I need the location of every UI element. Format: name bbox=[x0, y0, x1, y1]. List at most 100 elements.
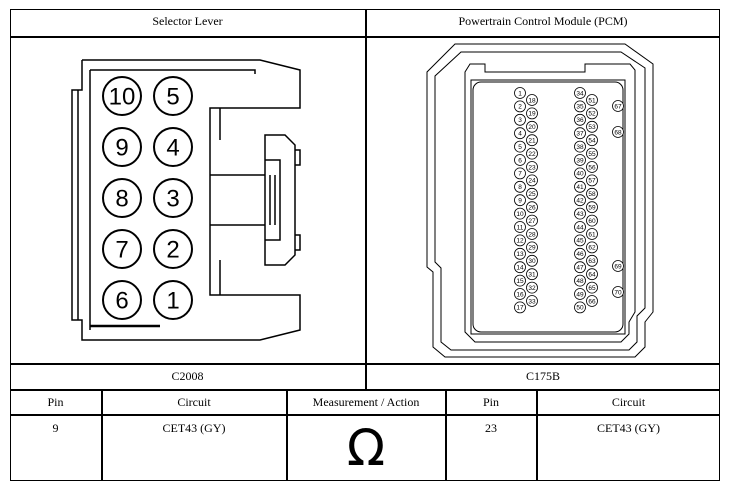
top-column-divider bbox=[365, 9, 367, 390]
pcm-pin-42: 42 bbox=[574, 194, 586, 207]
pcm-pin-56: 56 bbox=[586, 161, 598, 173]
svg-text:54: 54 bbox=[588, 138, 596, 145]
pcm-pin-58: 58 bbox=[586, 187, 598, 200]
svg-text:32: 32 bbox=[528, 285, 536, 292]
selector-pin-2: 2 bbox=[153, 229, 193, 269]
pcm-pin-7: 7 bbox=[514, 167, 526, 180]
svg-text:18: 18 bbox=[528, 97, 536, 104]
svg-text:12: 12 bbox=[516, 238, 524, 245]
svg-text:66: 66 bbox=[588, 298, 596, 305]
pcm-pin-51: 51 bbox=[586, 94, 598, 106]
svg-text:64: 64 bbox=[588, 272, 596, 279]
pcm-pin-69: 69 bbox=[612, 260, 624, 272]
pcm-pin-20: 20 bbox=[526, 120, 538, 133]
svg-text:65: 65 bbox=[588, 285, 596, 292]
pcm-pin-67: 67 bbox=[612, 100, 624, 112]
svg-text:61: 61 bbox=[588, 231, 596, 238]
pcm-pin-10: 10 bbox=[514, 207, 526, 220]
pcm-pin-66: 66 bbox=[586, 295, 598, 307]
svg-text:23: 23 bbox=[528, 164, 536, 171]
pcm-pin-52: 52 bbox=[586, 107, 598, 120]
pcm-pin-25: 25 bbox=[526, 187, 538, 200]
svg-text:59: 59 bbox=[588, 205, 596, 212]
svg-text:7: 7 bbox=[518, 171, 522, 178]
selector-pin-8: 8 bbox=[102, 178, 142, 218]
pcm-pin-43: 43 bbox=[574, 207, 586, 220]
svg-text:31: 31 bbox=[528, 272, 536, 279]
svg-text:35: 35 bbox=[576, 104, 584, 111]
svg-text:60: 60 bbox=[588, 218, 596, 225]
pcm-pin-46: 46 bbox=[574, 247, 586, 260]
pcm-pin-64: 64 bbox=[586, 268, 598, 281]
pcm-pin-57: 57 bbox=[586, 174, 598, 187]
svg-text:9: 9 bbox=[518, 198, 522, 205]
row-circuit-a: CET43 (GY) bbox=[162, 421, 226, 435]
pcm-connector-id: C175B bbox=[525, 369, 560, 383]
selector-pin-7: 7 bbox=[102, 229, 142, 269]
svg-text:62: 62 bbox=[588, 245, 596, 252]
pcm-pin-45: 45 bbox=[574, 234, 586, 247]
pcm-pin-16: 16 bbox=[514, 288, 526, 300]
svg-text:2: 2 bbox=[518, 104, 522, 111]
pcm-pin-61: 61 bbox=[586, 228, 598, 240]
pcm-pin-48: 48 bbox=[574, 274, 586, 287]
pcm-pin-21: 21 bbox=[526, 134, 538, 147]
svg-text:67: 67 bbox=[614, 103, 622, 110]
header-circuit-a: Circuit bbox=[177, 395, 211, 409]
pcm-pin-19: 19 bbox=[526, 107, 538, 120]
selector-pin-1: 1 bbox=[153, 280, 193, 320]
svg-text:22: 22 bbox=[528, 151, 536, 158]
svg-text:8: 8 bbox=[518, 184, 522, 191]
svg-text:11: 11 bbox=[517, 224, 524, 231]
svg-text:48: 48 bbox=[576, 278, 584, 285]
table-header-divider bbox=[10, 414, 720, 416]
pcm-pin-65: 65 bbox=[586, 281, 598, 294]
svg-text:46: 46 bbox=[576, 251, 584, 258]
pcm-pin-8: 8 bbox=[514, 180, 526, 193]
svg-text:53: 53 bbox=[588, 124, 596, 131]
pcm-pin-70: 70 bbox=[612, 286, 624, 298]
svg-text:41: 41 bbox=[576, 184, 584, 191]
pcm-pin-11: 11 bbox=[514, 221, 526, 233]
svg-text:47: 47 bbox=[576, 265, 584, 272]
pcm-pin-27: 27 bbox=[526, 214, 538, 227]
pcm-pin-55: 55 bbox=[586, 147, 598, 160]
svg-text:40: 40 bbox=[576, 171, 584, 178]
svg-text:57: 57 bbox=[588, 178, 596, 185]
svg-text:33: 33 bbox=[528, 298, 536, 305]
svg-text:2: 2 bbox=[166, 237, 179, 264]
header-circuit-b: Circuit bbox=[611, 395, 646, 409]
pcm-pin-5: 5 bbox=[514, 140, 526, 153]
svg-text:7: 7 bbox=[115, 237, 128, 264]
selector-pin-10: 10 bbox=[102, 76, 142, 116]
svg-text:39: 39 bbox=[576, 157, 584, 164]
header-measurement: Measurement / Action bbox=[312, 395, 420, 409]
selector-pin-6: 6 bbox=[102, 280, 142, 320]
pcm-pin-23: 23 bbox=[526, 161, 538, 173]
pcm-pin-2: 2 bbox=[514, 100, 526, 113]
pcm-pin-9: 9 bbox=[514, 194, 526, 207]
pcm-pin-40: 40 bbox=[574, 167, 586, 180]
row-pin-a: 9 bbox=[52, 421, 59, 435]
svg-text:43: 43 bbox=[576, 211, 584, 218]
svg-text:1: 1 bbox=[166, 288, 179, 315]
pcm-pin-1: 1 bbox=[514, 87, 526, 99]
svg-text:63: 63 bbox=[588, 258, 596, 265]
pcm-pin-33: 33 bbox=[526, 295, 538, 307]
pcm-pin-68: 68 bbox=[612, 126, 624, 138]
svg-text:55: 55 bbox=[588, 151, 596, 158]
row-circuit-b: CET43 (GY) bbox=[597, 421, 660, 435]
svg-text:24: 24 bbox=[528, 178, 536, 185]
pcm-pin-29: 29 bbox=[526, 241, 538, 254]
svg-text:25: 25 bbox=[528, 191, 536, 198]
pcm-pin-31: 31 bbox=[526, 268, 538, 281]
svg-text:6: 6 bbox=[518, 157, 522, 164]
pcm-pin-28: 28 bbox=[526, 228, 538, 240]
svg-text:37: 37 bbox=[576, 131, 584, 138]
svg-text:3: 3 bbox=[518, 117, 522, 124]
svg-text:5: 5 bbox=[166, 84, 179, 111]
svg-text:30: 30 bbox=[528, 258, 536, 265]
svg-text:49: 49 bbox=[576, 291, 584, 298]
svg-text:20: 20 bbox=[528, 124, 536, 131]
